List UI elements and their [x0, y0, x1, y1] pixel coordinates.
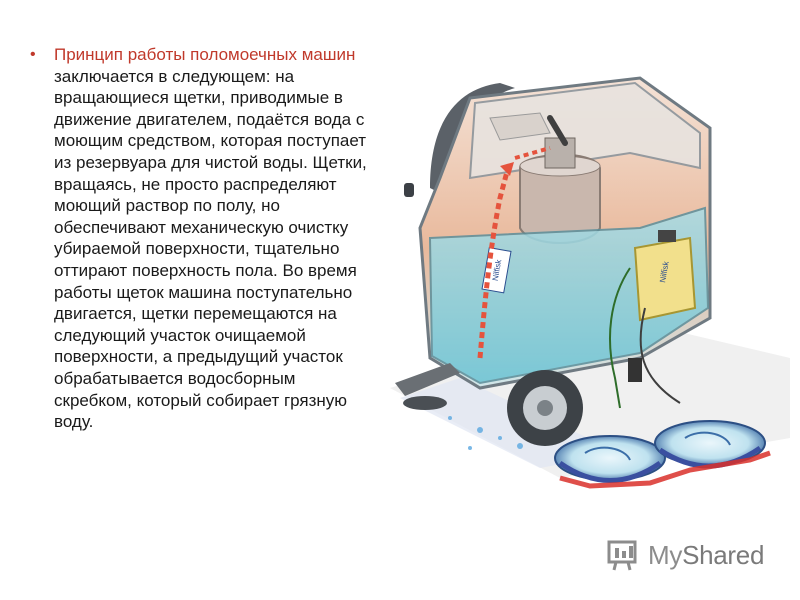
- wheel: [507, 370, 583, 446]
- brand-panel: Nilfisk: [481, 247, 512, 294]
- slide-paragraph: Принцип работы поломоечных машин заключа…: [54, 44, 375, 433]
- brand-label-side: Nilfisk: [491, 258, 504, 282]
- brand-label-tank: Nilfisk: [658, 260, 671, 284]
- detergent-tank: Nilfisk: [633, 230, 697, 322]
- slide-text-block: • Принцип работы поломоечных машин заклю…: [30, 44, 375, 433]
- myshared-logo-icon: [607, 540, 637, 571]
- myshared-watermark: MyShared: [606, 534, 776, 574]
- highlight-phrase: Принцип работы поломоечных машин: [54, 45, 356, 64]
- myshared-logo-text: MyShared: [648, 540, 765, 570]
- bullet-icon: •: [30, 46, 36, 63]
- body-text: заключается в следующем: на вращающиеся …: [54, 66, 367, 432]
- water-flow-arrow: [477, 167, 511, 359]
- floor-scrubber-cutaway-illustration: Nilfisk Nilfisk: [390, 76, 790, 489]
- brush-left: [554, 435, 666, 483]
- squeegee: [395, 363, 460, 396]
